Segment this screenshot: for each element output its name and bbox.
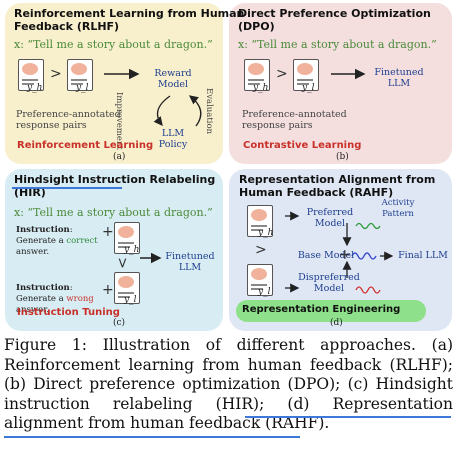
yh-label: y_h: [253, 83, 269, 93]
response-doc-icon: [67, 59, 93, 91]
panel-b-title-1: Direct Preference Optimization: [238, 7, 431, 20]
response-doc-icon: [114, 272, 140, 304]
finetuned-llm-node: Finetuned LLM: [374, 67, 424, 89]
yh-label: y_h: [124, 245, 140, 255]
yh-label: y_h: [27, 83, 43, 93]
llm-policy-node: LLM Policy: [158, 128, 188, 150]
instruction-correct: Instruction: Generate a correct answer.: [16, 225, 98, 257]
yh-label: y_h: [258, 228, 274, 238]
figure-caption: Figure 1: Illustration of different appr…: [4, 336, 453, 432]
pref-note: Preference-annotated response pairs: [242, 109, 347, 131]
representation-engineering-highlight: [236, 300, 426, 322]
response-doc-icon: [18, 59, 44, 91]
panel-tag: (b): [336, 152, 349, 162]
panel-c-title-1: Hindsight Instruction Relabeling: [14, 173, 216, 186]
preferred-model-node: Preferred Model: [306, 207, 354, 229]
plus-sign: +: [102, 224, 114, 240]
compare-sign: >: [50, 66, 62, 82]
response-doc-icon: [114, 222, 140, 254]
panel-c-title-2: (HIR): [14, 186, 46, 199]
finetuned-llm-node: Finetuned LLM: [165, 251, 215, 273]
plus-sign: +: [102, 282, 114, 298]
panel-tag: (d): [330, 318, 343, 328]
panel-d-title-1: Representation Alignment from: [239, 173, 436, 186]
caption-underline: [245, 416, 451, 418]
instruction-wrong: Instruction: Generate a wrong answer.: [16, 283, 94, 315]
yl-label: y_l: [124, 295, 137, 305]
panel-b-title-2: (DPO): [238, 20, 275, 33]
response-doc-icon: [244, 59, 270, 91]
plus-sign: +: [339, 247, 351, 263]
panel-c-prompt: x: “Tell me a story about a dragon.”: [14, 206, 213, 219]
response-doc-icon: [293, 59, 319, 91]
final-llm-node: Final LLM: [398, 250, 448, 261]
compare-sign: >: [113, 257, 130, 269]
method-label: Instruction Tuning: [17, 307, 120, 318]
compare-sign: >: [276, 66, 288, 82]
evaluation-label: Evaluation: [204, 88, 214, 135]
panel-a-title-2: Feedback (RLHF): [14, 20, 120, 33]
compare-sign: >: [255, 242, 267, 258]
yl-label: y_l: [76, 83, 89, 93]
panel-a-title-1: Reinforcement Learning from Human: [14, 7, 245, 20]
base-model-node: Base Model: [297, 250, 355, 261]
method-label: Reinforcement Learning: [17, 140, 154, 151]
panel-d-title-2: Human Feedback (RAHF): [239, 186, 394, 199]
activity-pattern-label: Activity Pattern: [381, 198, 415, 219]
panel-tag: (c): [113, 318, 126, 328]
caption-underline: [4, 436, 300, 438]
panel-a-prompt: x: “Tell me a story about a dragon.”: [14, 38, 213, 51]
method-label: Contrastive Learning: [243, 140, 362, 151]
method-label: Representation Engineering: [242, 304, 401, 315]
dispreferred-model-node: Dispreferred Model: [298, 272, 360, 294]
yl-label: y_l: [258, 287, 271, 297]
reward-model-node: Reward Model: [154, 68, 192, 90]
panel-b-prompt: x: “Tell me a story about a dragon.”: [238, 38, 437, 51]
yl-label: y_l: [302, 83, 315, 93]
title-underline: [12, 187, 122, 189]
response-doc-icon: [247, 264, 273, 296]
panel-tag: (a): [113, 152, 126, 162]
response-doc-icon: [247, 205, 273, 237]
pref-note: Preference-annotated response pairs: [16, 109, 121, 131]
